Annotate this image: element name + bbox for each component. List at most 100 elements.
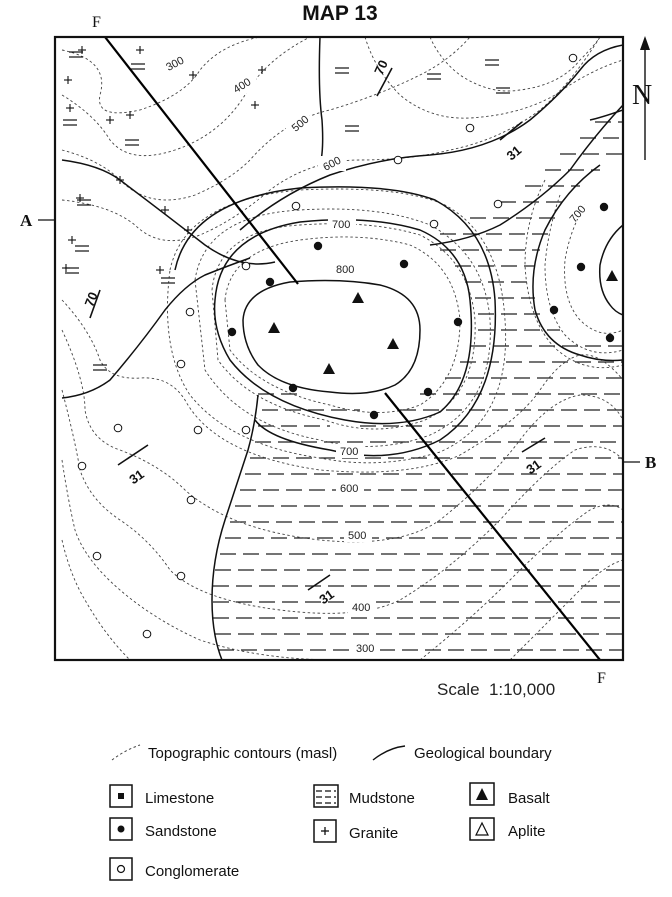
conglomerate-circle xyxy=(465,123,475,133)
dip-label-70-west: 70 xyxy=(81,290,100,309)
legend-basalt-label: Basalt xyxy=(508,790,551,807)
basalt-symbols xyxy=(268,270,618,374)
sandstone-dot xyxy=(549,305,559,315)
granite-symbol-icon xyxy=(321,827,329,835)
map-title: MAP 13 xyxy=(302,2,378,25)
fault-label-bottom: F xyxy=(597,670,606,687)
conglomerate-circle xyxy=(493,199,503,209)
granite-cross xyxy=(258,66,266,74)
legend-sandstone-label: Sandstone xyxy=(145,823,217,840)
granite-cross xyxy=(76,194,84,202)
contour-label-600-south: 600 xyxy=(340,483,358,495)
granite-cross xyxy=(106,116,114,124)
sandstone-dot xyxy=(423,387,433,397)
granite-cross xyxy=(251,101,259,109)
aplite-symbol-icon xyxy=(475,821,489,836)
conglomerate-circle xyxy=(113,423,123,433)
sandstone-dot xyxy=(576,262,586,272)
contour-label-500-south: 500 xyxy=(348,530,366,542)
dip-label-31-south: 31 xyxy=(316,587,336,608)
granite-cross xyxy=(184,226,192,234)
dip-label-31-ne: 31 xyxy=(503,143,524,164)
shale-dash-pair xyxy=(69,51,83,58)
geological-boundaries xyxy=(61,37,623,660)
sandstone-dot xyxy=(313,241,323,251)
fault-label-top: F xyxy=(92,14,101,31)
sandstone-dot xyxy=(399,259,409,269)
granite-cross xyxy=(78,46,86,54)
basalt-triangle xyxy=(268,322,280,333)
sandstone-dot xyxy=(227,327,237,337)
legend-granite-label: Granite xyxy=(349,825,398,842)
granite-cross xyxy=(161,206,169,214)
sandstone-dot xyxy=(369,410,379,420)
strike-dip-symbols xyxy=(89,67,546,591)
basalt-triangle xyxy=(323,363,335,374)
contour-label-800: 800 xyxy=(336,264,354,276)
sandstone-dot xyxy=(265,277,275,287)
shale-dash-pair xyxy=(77,199,91,206)
legend-aplite-label: Aplite xyxy=(508,823,546,840)
legend-limestone-label: Limestone xyxy=(145,790,214,807)
shale-dash-pair xyxy=(496,87,510,94)
scale-text: Scale 1:10,000 xyxy=(437,680,555,699)
shale-dash-pair xyxy=(131,63,145,70)
conglomerate-circle xyxy=(176,359,186,369)
legend-boundary-line-icon xyxy=(372,745,406,761)
conglomerate-symbol-icon xyxy=(116,864,126,874)
shale-dash-pair xyxy=(345,125,359,132)
shale-dashes xyxy=(63,51,510,371)
mudstone-pattern xyxy=(213,121,623,651)
legend-boundary-label: Geological boundary xyxy=(414,745,552,762)
dip-label-31-west: 31 xyxy=(126,467,146,488)
basalt-triangle xyxy=(387,338,399,349)
sandstone-dot xyxy=(605,333,615,343)
shale-dash-pair xyxy=(65,267,79,274)
mudstone-symbol-icon xyxy=(316,790,336,804)
north-label: N xyxy=(632,80,652,111)
dip-label-31-east: 31 xyxy=(523,457,543,478)
north-arrow-icon xyxy=(640,36,650,160)
contour-labels: 300 400 500 600 700 800 700 600 500 400 … xyxy=(161,55,590,655)
shale-dash-pair xyxy=(125,139,139,146)
shale-dash-pair xyxy=(75,245,89,252)
shale-dash-pair xyxy=(335,67,349,74)
contour-label-700-south: 700 xyxy=(340,446,358,458)
conglomerate-circle xyxy=(568,53,578,63)
conglomerate-circle xyxy=(429,219,439,229)
shale-dash-pair xyxy=(485,59,499,66)
sandstone-dot xyxy=(599,202,609,212)
sandstone-symbol-icon xyxy=(117,825,125,833)
section-label-b: B xyxy=(645,453,656,472)
shale-dash-pair xyxy=(93,364,107,371)
conglomerate-circle xyxy=(186,495,196,505)
granite-cross xyxy=(64,76,72,84)
conglomerate-circle xyxy=(92,551,102,561)
contour-label-400-south: 400 xyxy=(352,602,370,614)
granite-cross xyxy=(68,236,76,244)
basalt-symbol-icon xyxy=(476,788,488,800)
sandstone-symbols xyxy=(227,202,615,420)
map-frame xyxy=(53,35,625,662)
granite-cross xyxy=(136,46,144,54)
conglomerate-circle xyxy=(176,571,186,581)
conglomerate-circle xyxy=(193,425,203,435)
conglomerate-circle xyxy=(241,261,251,271)
basalt-triangle xyxy=(606,270,618,281)
legend-conglomerate-label: Conglomerate xyxy=(145,863,239,880)
sandstone-dot xyxy=(453,317,463,327)
contour-label-300-south: 300 xyxy=(356,643,374,655)
legend-mudstone-label: Mudstone xyxy=(349,790,415,807)
legend-topo-line-icon xyxy=(111,744,141,761)
conglomerate-circle xyxy=(77,461,87,471)
limestone-symbol-icon xyxy=(118,793,124,799)
shale-dash-pair xyxy=(63,119,77,126)
granite-cross xyxy=(156,266,164,274)
granite-cross xyxy=(189,71,197,79)
fault-line xyxy=(104,37,601,660)
dip-labels: 70 31 70 31 31 31 xyxy=(81,58,543,608)
section-label-a: A xyxy=(20,211,33,230)
conglomerate-symbols xyxy=(77,53,578,639)
conglomerate-circle xyxy=(393,155,403,165)
